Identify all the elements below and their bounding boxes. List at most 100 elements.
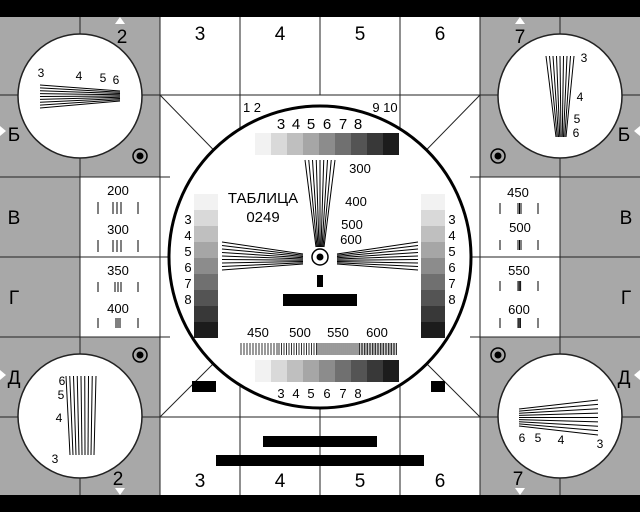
corner-label: 5: [535, 431, 542, 445]
gray-step: [319, 360, 335, 382]
top-mark-right: 9 10: [372, 100, 397, 115]
wedge-line: [321, 159, 328, 248]
wedge-line: [221, 261, 304, 264]
wedge-label: 300: [349, 161, 371, 176]
gray-step: [351, 133, 367, 155]
corner-label: 3: [52, 452, 59, 466]
wedge-line: [76, 375, 80, 456]
wedge-line: [518, 399, 599, 410]
edge-bottom-number: 5: [355, 471, 366, 492]
edge-bottom-number: 6: [435, 471, 446, 492]
step-label: 7: [339, 116, 347, 133]
wedge-line: [308, 159, 318, 248]
gray-step: [194, 242, 218, 258]
gray-step: [421, 242, 445, 258]
step-label: 3: [277, 116, 285, 133]
wedge-line: [90, 375, 93, 456]
side-letters-right: Б В Г Д: [618, 125, 633, 389]
wedge-line: [65, 375, 71, 456]
corner-br-labels: 6 5 4 3: [519, 431, 604, 451]
edge-top-numbers: 3 4 5 6: [195, 24, 446, 45]
wedge-line: [221, 262, 304, 267]
wedge-line: [518, 423, 599, 432]
corner-label: 6: [519, 431, 526, 445]
gray-step: [194, 306, 218, 322]
wedge-label: 400: [345, 194, 367, 209]
gray-step: [194, 210, 218, 226]
step-label: 6: [323, 386, 330, 401]
gray-step: [367, 133, 383, 155]
wedge-line: [336, 248, 419, 257]
wedge-line: [39, 96, 121, 100]
wedge-line: [545, 55, 557, 138]
wedge-line: [565, 55, 575, 138]
gray-step: [367, 360, 383, 382]
card-title: ТАБЛИЦА: [228, 190, 298, 207]
corner-label: 6: [59, 374, 66, 388]
wedge-line: [320, 159, 325, 248]
panel-label: 300: [107, 222, 129, 237]
corner-circle-br: [497, 353, 623, 479]
wedge-line: [221, 259, 304, 261]
edge-top-number: 5: [355, 24, 366, 45]
left-panel-labels: 200 300 350 400: [107, 183, 129, 316]
freq-label: 500: [289, 325, 311, 340]
gray-step: [335, 360, 351, 382]
gray-step: [319, 133, 335, 155]
freq-label: 550: [327, 325, 349, 340]
edge-bottom-number: 3: [195, 471, 206, 492]
gray-step: [383, 133, 399, 155]
wedge-line: [69, 375, 74, 456]
side-letter: Г: [621, 288, 631, 309]
gray-step: [271, 133, 287, 155]
wedge-line: [323, 159, 336, 248]
wedge-line: [518, 403, 599, 412]
edge-bottom-number: 4: [275, 471, 286, 492]
step-label: 3: [277, 386, 284, 401]
corner-tr-labels: 3 4 5 6: [573, 51, 588, 140]
step-label: 4: [292, 386, 299, 401]
wedge-line: [312, 159, 319, 248]
wedge-line: [518, 408, 599, 414]
side-letter: В: [620, 208, 633, 229]
center-wedge-labels: 300 400 500 600: [340, 161, 371, 247]
wedge-line: [336, 241, 419, 255]
wedge-line: [552, 55, 559, 138]
wedge-line: [221, 263, 304, 271]
wedge-line: [559, 55, 562, 138]
gray-step: [255, 360, 271, 382]
step-label: 5: [184, 244, 191, 259]
freq-label: 600: [366, 325, 388, 340]
corner-circle-bl: [17, 353, 143, 479]
corner-numbers: 2 7 2 7: [113, 27, 526, 490]
step-label: 6: [323, 116, 331, 133]
wedge-line: [336, 252, 419, 259]
gray-step: [194, 322, 218, 338]
side-letter: Б: [8, 125, 20, 146]
steps-top-labels: 3 4 5 6 7 8: [277, 116, 362, 133]
step-label: 8: [448, 292, 455, 307]
gray-step: [287, 360, 303, 382]
wedge-line: [336, 245, 419, 256]
wedge-line: [39, 90, 121, 94]
wedge-line: [556, 55, 561, 138]
corner-number-bl: 2: [113, 469, 124, 490]
step-label: 3: [448, 212, 455, 227]
steps-bottom-labels: 3 4 5 6 7 8: [277, 386, 361, 401]
panel-line-groups: [97, 202, 539, 355]
top-mark-left: 1 2: [243, 100, 261, 115]
wedge-line: [304, 159, 317, 248]
corner-number-tr: 7: [515, 27, 526, 48]
gray-step: [194, 258, 218, 274]
wedge-line: [336, 261, 419, 264]
right-panel-labels: 450 500 550 600: [507, 185, 531, 317]
wedge-line: [549, 55, 558, 138]
steps-left-labels: 3 4 5 6 7 8: [184, 212, 191, 307]
wedge-line: [80, 375, 83, 456]
edge-top-number: 4: [275, 24, 286, 45]
wedge-line: [564, 55, 571, 138]
corner-label: 5: [100, 71, 107, 85]
step-label: 5: [448, 244, 455, 259]
gray-step: [421, 210, 445, 226]
